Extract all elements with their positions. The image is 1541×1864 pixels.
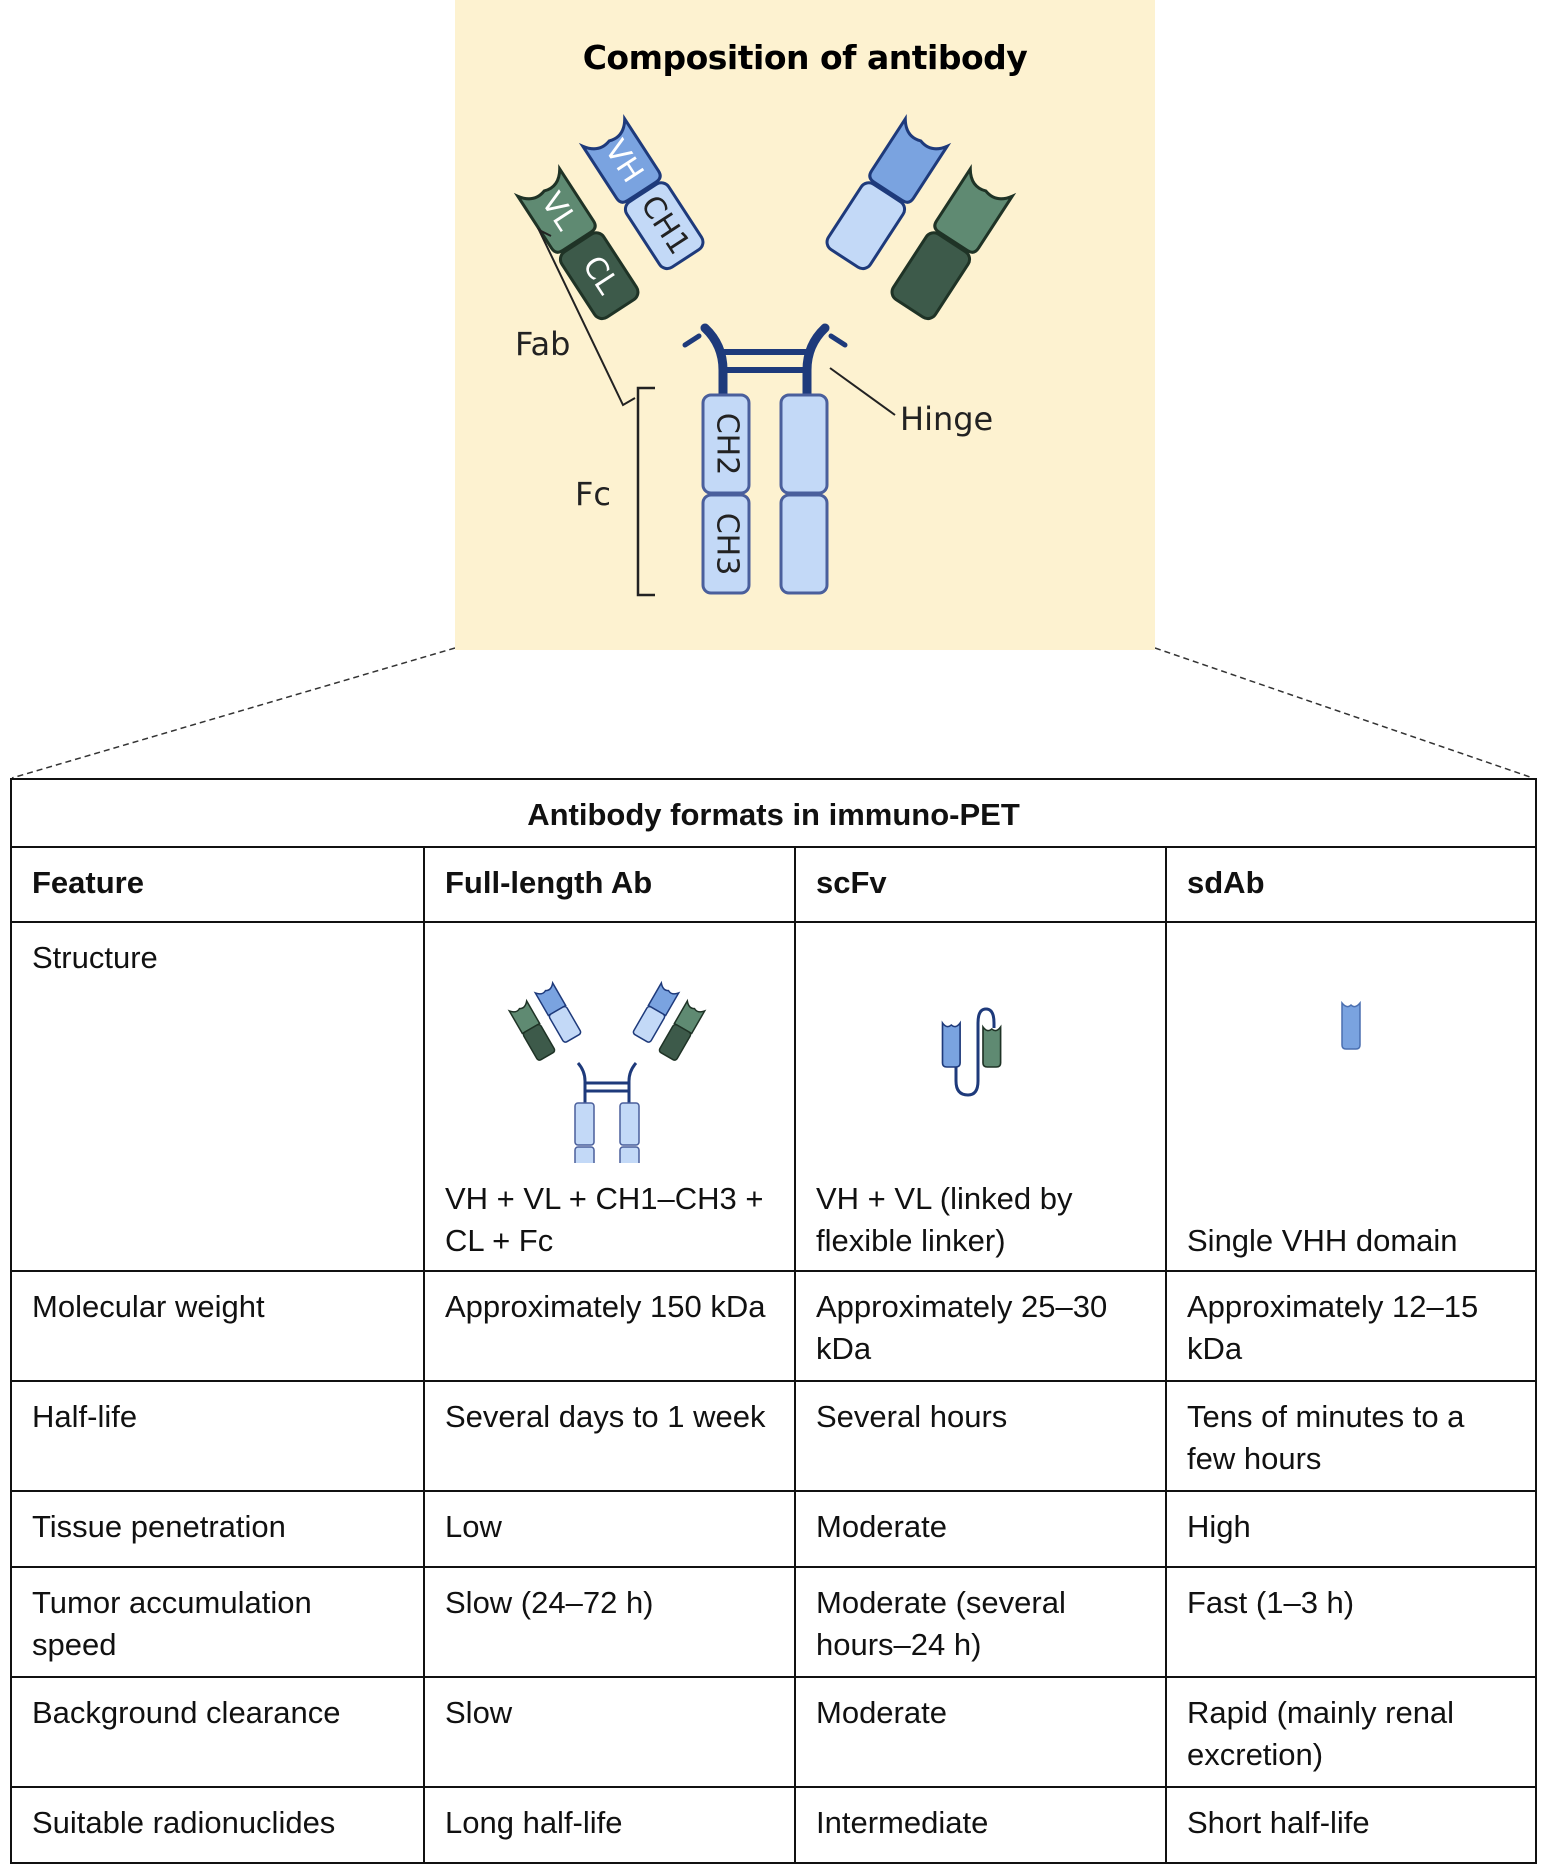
fc-bracket <box>636 386 655 597</box>
connector-right <box>1154 647 1534 779</box>
hinge-region <box>682 323 848 400</box>
domain-vl-right <box>933 164 1017 254</box>
header-full-length-ab: Full-length Ab <box>423 846 796 923</box>
feature-cell: Molecular weight <box>10 1270 425 1382</box>
table-row: Background clearance Slow Moderate Rapid… <box>10 1676 1537 1788</box>
value-cell: Several days to 1 week <box>423 1380 796 1492</box>
domain-ch1-right <box>825 181 907 271</box>
header-row: Feature Full-length Ab scFv sdAb <box>10 846 1537 923</box>
table-row: Suitable radionuclides Long half-life In… <box>10 1786 1537 1864</box>
domain-cl-right <box>890 231 972 321</box>
value-cell: High <box>1165 1490 1537 1568</box>
value-cell: Approximately 12–15 kDa <box>1165 1270 1537 1382</box>
label-fab: Fab <box>515 325 570 363</box>
label-fc: Fc <box>575 475 611 513</box>
feature-cell: Half-life <box>10 1380 425 1492</box>
structure-cell-full-length: VH + VL + CH1–CH3 + CL + Fc <box>423 921 796 1272</box>
value-cell: Tens of minutes to a few hours <box>1165 1380 1537 1492</box>
value-cell: Fast (1–3 h) <box>1165 1566 1537 1678</box>
label-ch3: CH3 <box>710 513 745 576</box>
feature-cell: Tissue penetration <box>10 1490 425 1568</box>
table-row: Tissue penetration Low Moderate High <box>10 1490 1537 1568</box>
structure-cell-scfv: VH + VL (linked by flexible linker) <box>794 921 1167 1272</box>
value-cell: Moderate <box>794 1490 1167 1568</box>
label-ch2: CH2 <box>710 413 745 476</box>
value-cell: Low <box>423 1490 796 1568</box>
table-row: Molecular weight Approximately 150 kDa A… <box>10 1270 1537 1382</box>
value-cell: Intermediate <box>794 1786 1167 1864</box>
domain-ch3-right <box>779 493 829 595</box>
structure-description: VH + VL (linked by flexible linker) <box>816 1181 1073 1258</box>
zoom-connector-lines <box>11 647 1534 779</box>
domain-ch3-left: CH3 <box>701 493 751 595</box>
domain-ch2-right <box>779 393 829 495</box>
table-caption: Antibody formats in immuno-PET <box>10 778 1537 848</box>
feature-cell: Suitable radionuclides <box>10 1786 425 1864</box>
label-hinge: Hinge <box>900 400 993 438</box>
feature-cell: Structure <box>10 921 425 1272</box>
value-cell: Moderate <box>794 1676 1167 1788</box>
fab-bracket <box>536 227 636 407</box>
feature-cell: Background clearance <box>10 1676 425 1788</box>
header-scfv: scFv <box>794 846 1167 923</box>
value-cell: Several hours <box>794 1380 1167 1492</box>
domain-ch2-left: CH2 <box>701 393 751 495</box>
antibody-composition-panel: Composition of antibody VH CH1 <box>455 0 1155 650</box>
scfv-icon <box>941 1007 1002 1097</box>
antibody-diagram: VH CH1 VL CL <box>513 114 1017 597</box>
structure-cell-sdab: Single VHH domain <box>1165 921 1537 1272</box>
structure-description: VH + VL + CH1–CH3 + CL + Fc <box>445 1181 764 1258</box>
value-cell: Approximately 25–30 kDa <box>794 1270 1167 1382</box>
header-sdab: sdAb <box>1165 846 1537 923</box>
value-cell: Approximately 150 kDa <box>423 1270 796 1382</box>
value-cell: Slow (24–72 h) <box>423 1566 796 1678</box>
value-cell: Slow <box>423 1676 796 1788</box>
feature-cell: Tumor accumulation speed <box>10 1566 425 1678</box>
value-cell: Moderate (several hours–24 h) <box>794 1566 1167 1678</box>
connector-left <box>11 647 456 779</box>
table-row: Half-life Several days to 1 week Several… <box>10 1380 1537 1492</box>
domain-vh-left: VH <box>578 114 662 204</box>
header-feature: Feature <box>10 846 425 923</box>
value-cell: Short half-life <box>1165 1786 1537 1864</box>
value-cell: Rapid (mainly renal excretion) <box>1165 1676 1537 1788</box>
panel-title: Composition of antibody <box>582 38 1028 77</box>
domain-cl-left: CL <box>558 231 640 321</box>
table-row: Tumor accumulation speed Slow (24–72 h) … <box>10 1566 1537 1678</box>
structure-description: Single VHH domain <box>1187 1223 1458 1258</box>
domain-vh-right <box>868 114 952 204</box>
antibody-formats-table: Antibody formats in immuno-PET Feature F… <box>10 778 1537 1864</box>
full-antibody-icon <box>507 980 707 1163</box>
table-row-structure: Structure VH + VL + CH1–CH3 + CL + Fc <box>10 921 1537 1272</box>
hinge-pointer <box>829 367 896 416</box>
sdab-icon <box>1341 1000 1361 1050</box>
domain-vl-left: VL <box>513 164 597 254</box>
